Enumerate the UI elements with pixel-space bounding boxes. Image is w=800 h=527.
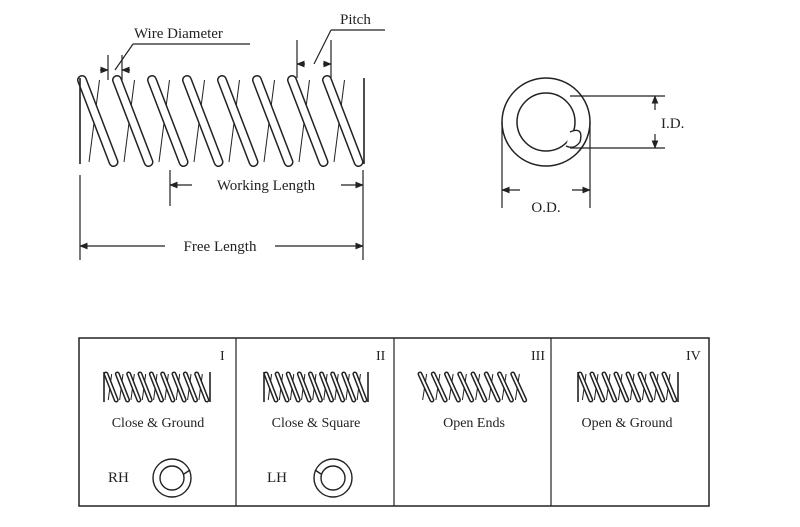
coil-turn-highlight xyxy=(287,373,300,401)
coil-turn-highlight xyxy=(139,373,152,401)
coil-turn-highlight xyxy=(419,373,433,401)
coil-turn-highlight xyxy=(113,76,152,166)
panel-3-label: Open Ends xyxy=(443,416,505,431)
panel-1-label: Close & Ground xyxy=(112,416,205,431)
coil-turn-highlight xyxy=(298,373,311,401)
right-hand-coil-icon xyxy=(152,458,192,498)
coil-turn-highlight xyxy=(627,373,640,401)
coil-turn-highlight xyxy=(579,373,592,401)
wire-diameter-label: Wire Diameter xyxy=(134,26,223,42)
coil-turn-highlight xyxy=(331,373,344,401)
left-hand-label: LH xyxy=(267,470,287,486)
coil-turn-highlight xyxy=(288,76,327,166)
outer-diameter-label: O.D. xyxy=(531,200,560,216)
coil-turn-highlight xyxy=(276,373,289,401)
coil-turn-highlight xyxy=(195,373,208,401)
coil-turn-highlight xyxy=(320,373,333,401)
spring-close-ground xyxy=(103,371,211,403)
coil-turn-highlight xyxy=(591,373,604,401)
coil-turn-highlight xyxy=(615,373,628,401)
coil-turn-highlight xyxy=(603,373,616,401)
coil-turn-highlight xyxy=(265,373,277,401)
right-hand-label: RH xyxy=(108,470,129,486)
coil-turn-highlight xyxy=(148,76,187,166)
pitch-label: Pitch xyxy=(340,12,371,28)
pitch-callout: Pitch xyxy=(296,12,385,78)
free-length-label: Free Length xyxy=(184,239,257,255)
coil-turn-highlight xyxy=(150,373,163,401)
panel-2-numeral: II xyxy=(376,349,386,364)
spring-open-ground xyxy=(577,371,679,403)
panel-3-numeral: III xyxy=(531,349,545,364)
panel-2-label: Close & Square xyxy=(272,416,361,431)
coil-turn-highlight xyxy=(253,76,292,166)
coil-turn-highlight xyxy=(511,373,526,401)
panel-4-label: Open & Ground xyxy=(582,416,673,431)
coil-turn-highlight xyxy=(105,373,118,401)
coil-turn-highlight xyxy=(651,373,664,401)
working-length-label: Working Length xyxy=(217,178,316,194)
coil-turn-highlight xyxy=(342,373,355,401)
panel-1-numeral: I xyxy=(220,349,225,364)
coil-turn-highlight xyxy=(309,373,322,401)
working-length-dimension: Working Length xyxy=(169,170,364,206)
coil-turn-highlight xyxy=(639,373,652,401)
coil-turn-highlight xyxy=(432,373,447,401)
coil-turn-highlight xyxy=(161,373,174,401)
spring-open-ends xyxy=(417,371,528,403)
coil-turn-highlight xyxy=(116,373,129,401)
wire-diameter-callout: Wire Diameter xyxy=(100,26,250,80)
inner-diameter-label: I.D. xyxy=(661,116,684,132)
coil-turn-highlight xyxy=(485,373,500,401)
coil-turn-highlight xyxy=(184,373,197,401)
coil-turn-highlight xyxy=(458,373,473,401)
panel-4-numeral: IV xyxy=(686,349,701,364)
coil-turn-highlight xyxy=(173,373,186,401)
coil-turn-highlight xyxy=(663,373,676,401)
coil-turn-highlight xyxy=(445,373,460,401)
coil-turn-highlight xyxy=(472,373,486,401)
coil-turn-highlight xyxy=(78,76,117,166)
end-types-table xyxy=(78,337,710,507)
coil-turn-highlight xyxy=(183,76,222,166)
left-hand-coil-icon xyxy=(313,458,353,498)
main-spring-coils xyxy=(77,75,365,167)
coil-turn-highlight xyxy=(498,373,513,401)
coil-turn-highlight xyxy=(218,76,257,166)
coil-turn-highlight xyxy=(127,373,140,401)
spring-close-square xyxy=(263,371,369,403)
spring-end-view: I.D. O.D. xyxy=(501,77,684,216)
coil-turn-highlight xyxy=(323,76,362,166)
coil-turn-highlight xyxy=(353,373,366,401)
free-length-dimension: Free Length xyxy=(79,175,364,260)
